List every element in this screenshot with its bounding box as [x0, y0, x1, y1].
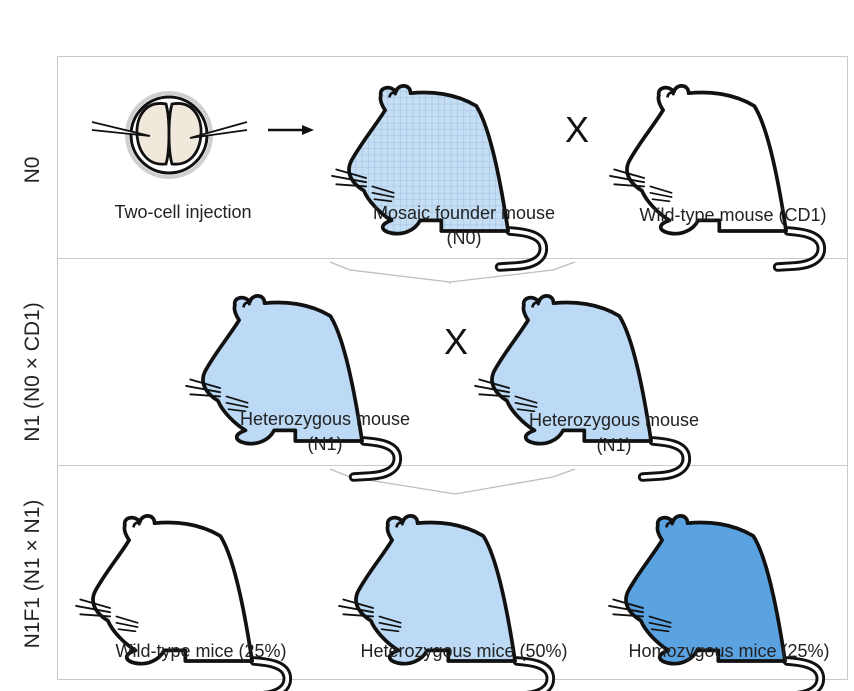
- caption-two-cell-injection: Two-cell injection: [114, 202, 252, 222]
- caption-het-right-line1: Heterozygous mouse: [528, 410, 700, 430]
- two-cell-embryo-icon: [91, 91, 248, 179]
- merge-arrow-n0-to-n1: [329, 261, 576, 284]
- caption-het-left-line1: Heterozygous mouse: [239, 409, 411, 429]
- caption-het-left-line2: (N1): [307, 434, 343, 454]
- caption-wildtype-cd1: Wild-type mouse (CD1): [639, 205, 827, 225]
- heterozygous-mouse-left-icon: [186, 296, 397, 477]
- wild-type-cd1-mouse-icon: [610, 86, 821, 267]
- caption-homozygous-mice: Homozygous mice (25%): [628, 641, 830, 661]
- caption-founder-line1: Mosaic founder mouse: [372, 203, 556, 223]
- caption-founder-line2: (N0): [446, 228, 482, 248]
- merge-arrow-n1-to-n1f1: [329, 468, 576, 495]
- heterozygous-mouse-right-icon: [475, 296, 686, 477]
- arrow-icon: [268, 125, 314, 135]
- wild-type-offspring-mouse-icon: [76, 516, 287, 691]
- homozygous-offspring-mouse-icon: [609, 516, 820, 691]
- cross-symbol-n0: X: [564, 109, 590, 150]
- caption-heterozygous-mice: Heterozygous mice (50%): [360, 641, 568, 661]
- caption-het-right-line2: (N1): [596, 435, 632, 455]
- mosaic-founder-mouse-icon: [332, 86, 543, 267]
- cross-symbol-n1: X: [443, 321, 469, 362]
- caption-wildtype-mice: Wild-type mice (25%): [115, 641, 287, 661]
- row-panel-n1f1: [57, 465, 848, 680]
- heterozygous-offspring-mouse-icon: [339, 516, 550, 691]
